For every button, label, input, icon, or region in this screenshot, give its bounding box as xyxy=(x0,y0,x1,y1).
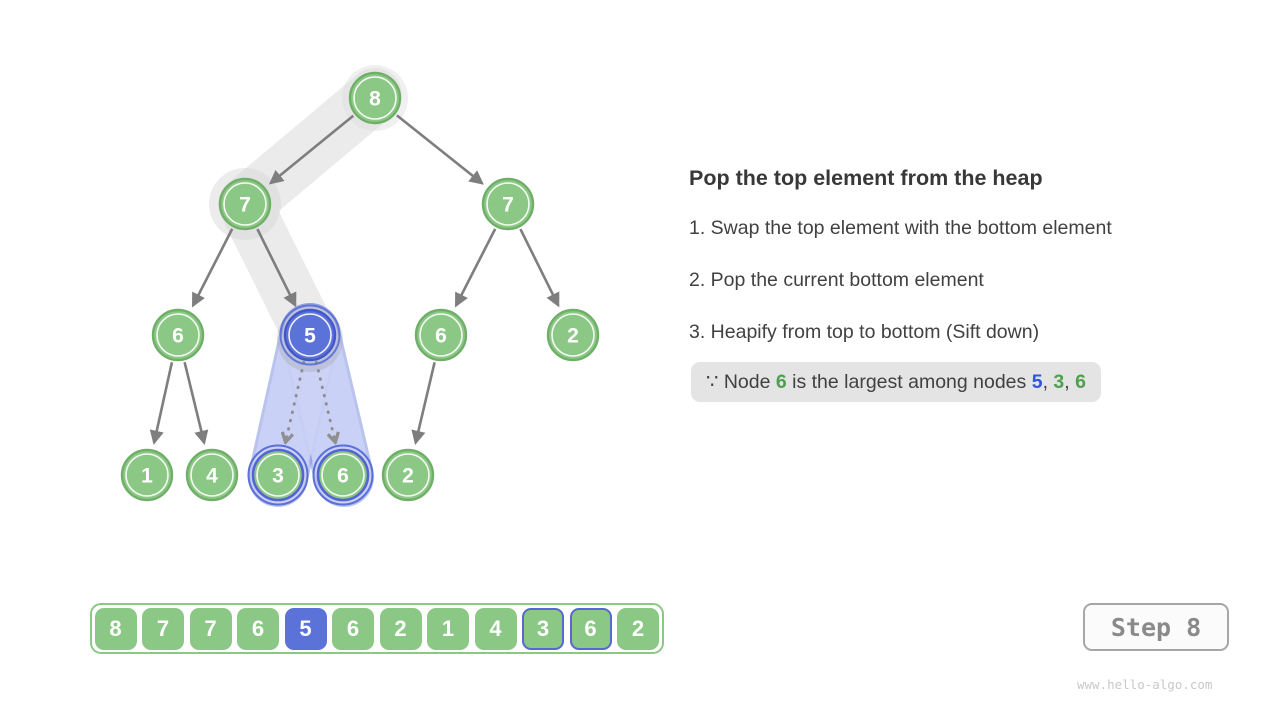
tree-edges xyxy=(149,114,560,445)
node-value: 7 xyxy=(239,194,251,217)
note-node-5: 5 xyxy=(1031,371,1043,393)
reason-note: ∵ Node 6 is the largest among nodes 5, 3… xyxy=(691,362,1101,402)
heap-tree-figure: 8 7 7 6 5 6 2 1 4 xyxy=(120,65,600,507)
tree-node-root: 8 xyxy=(348,71,402,125)
tree-node: 6 xyxy=(151,308,205,362)
note-node-3: 3 xyxy=(1053,371,1065,393)
array-cell-2: 7 xyxy=(189,607,232,650)
array-cell-4-highlighted: 5 xyxy=(284,607,327,650)
array-cell-5: 6 xyxy=(332,607,374,650)
panel-step-2: 2. Pop the current bottom element xyxy=(689,269,984,291)
node-value: 6 xyxy=(337,465,349,488)
tree-node: 2 xyxy=(546,308,600,362)
tree-node: 2 xyxy=(381,448,435,502)
tree-node: 4 xyxy=(185,448,239,502)
sift-dotted-arrows xyxy=(286,360,335,441)
node-value: 5 xyxy=(304,325,316,348)
node-value: 4 xyxy=(206,465,218,488)
array-cell-10-ringed: 6 xyxy=(569,607,612,650)
tree-node: 7 xyxy=(481,177,535,231)
array-cell-7: 1 xyxy=(427,607,469,650)
tree-node-ringed: 6 xyxy=(312,444,374,506)
step-badge[interactable]: Step 8 xyxy=(1083,603,1229,651)
array-cell-8: 4 xyxy=(474,607,517,650)
note-node-6b: 6 xyxy=(1075,371,1086,393)
array-cell-0: 8 xyxy=(94,607,137,650)
node-value: 3 xyxy=(272,465,284,488)
node-value: 1 xyxy=(141,465,153,488)
node-value: 2 xyxy=(567,325,579,348)
array-cell-1: 7 xyxy=(142,607,184,650)
array-cell-3: 6 xyxy=(237,607,279,650)
node-value: 7 xyxy=(502,194,514,217)
array-cell-6: 2 xyxy=(379,607,422,650)
panel-step-3: 3. Heapify from top to bottom (Sift down… xyxy=(689,321,1040,343)
heap-array: 8 7 7 6 5 6 2 1 4 3 6 2 xyxy=(90,603,664,654)
tree-node: 1 xyxy=(120,448,174,502)
watermark: www.hello-algo.com xyxy=(1077,677,1213,692)
tree-node-blue: 5 xyxy=(279,304,341,366)
note-comma: , xyxy=(1042,371,1054,393)
array-cell-11: 2 xyxy=(617,607,659,650)
node-value: 2 xyxy=(402,465,414,488)
panel-title: Pop the top element from the heap xyxy=(689,166,1043,190)
array-cell-9-ringed: 3 xyxy=(522,607,564,650)
node-value: 8 xyxy=(369,88,381,111)
tree-node: 6 xyxy=(414,308,468,362)
note-node-6: 6 xyxy=(775,371,787,393)
node-value: 6 xyxy=(435,325,447,348)
note-prefix: ∵ Node xyxy=(706,371,776,393)
note-middle: is the largest among nodes xyxy=(786,371,1032,393)
tree-node: 7 xyxy=(218,177,272,231)
node-value: 6 xyxy=(172,325,184,348)
note-comma: , xyxy=(1064,371,1076,393)
tree-node-ringed: 3 xyxy=(247,444,309,506)
panel-step-1: 1. Swap the top element with the bottom … xyxy=(689,217,1112,239)
